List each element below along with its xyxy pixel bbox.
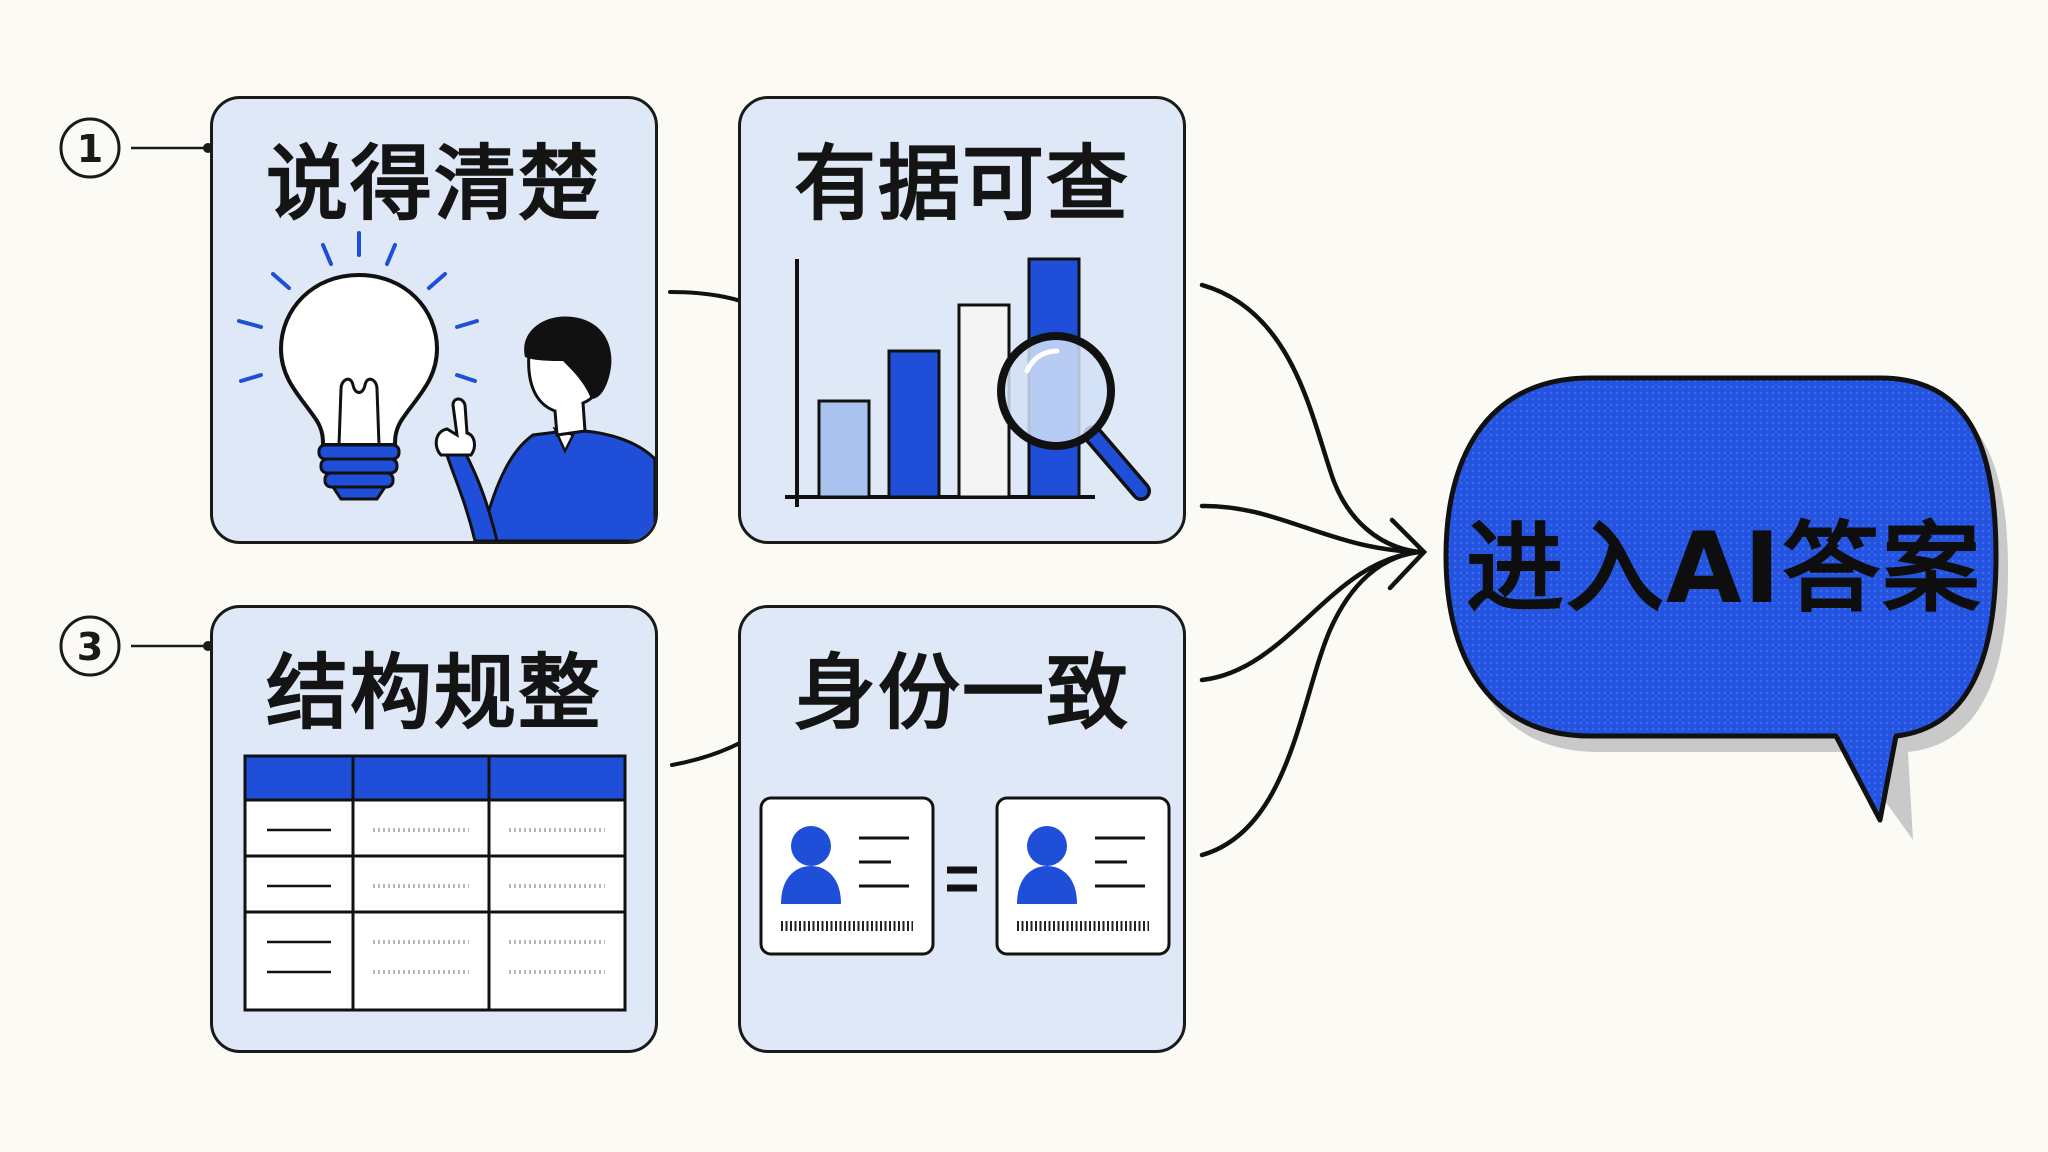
marker-3: 3 [59,615,213,677]
table-illustration [243,754,627,1012]
card-title: 说得清楚 [265,137,602,232]
svg-text:3: 3 [77,625,103,669]
id-card-icon [759,796,935,956]
card-identity: 身份一致 [738,605,1186,1053]
svg-text:1: 1 [77,127,103,171]
card-clear-expression: 说得清楚 [210,96,658,544]
id-cards-illustration [759,796,1171,956]
equals-sign [947,866,977,892]
answer-label: 进入AI答案 [1465,512,1983,626]
marker-1: 1 [59,117,213,179]
bar-chart-magnifier-illustration [785,257,1151,507]
card-structured: 结构规整 [210,605,658,1053]
card-evidence: 有据可查 [738,96,1186,544]
converging-arrows [1199,282,1428,858]
card-title: 结构规整 [265,646,602,741]
lightbulb-icon [237,231,479,501]
magnifier-icon [997,332,1151,501]
card-title: 有据可查 [793,137,1130,232]
table-icon [243,754,627,1012]
id-card-icon [995,796,1171,956]
lightbulb-person-illustration [237,231,655,541]
card-title: 身份一致 [793,646,1130,741]
person-icon [434,316,655,541]
